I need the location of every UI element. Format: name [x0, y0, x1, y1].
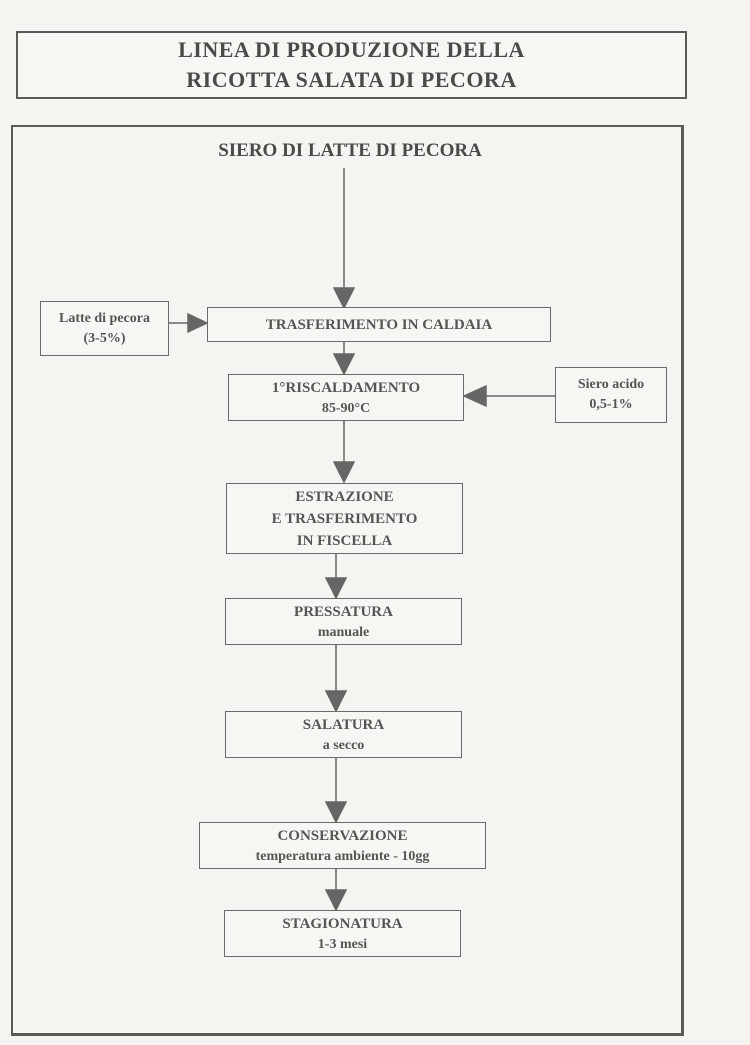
step-2-line-2: 85-90°C — [321, 400, 371, 416]
diagram-title: LINEA DI PRODUZIONE DELLA RICOTTA SALATA… — [16, 31, 687, 99]
step-1-line-1: TRASFERIMENTO IN CALDAIA — [265, 316, 493, 333]
arrowhead-siero-input — [462, 384, 487, 408]
arrowhead-conservazione — [324, 801, 348, 824]
input-siero-line-1: Siero acido — [577, 377, 645, 392]
step-pressatura: PRESSATURA manuale — [225, 598, 462, 645]
step-stagionatura: STAGIONATURA 1-3 mesi — [224, 910, 461, 957]
step-7-line-2: 1-3 mesi — [317, 936, 368, 952]
flowchart-frame — [11, 125, 684, 1036]
step-riscaldamento: 1°RISCALDAMENTO 85-90°C — [228, 374, 464, 421]
step-4-line-1: PRESSATURA — [294, 603, 393, 620]
input-latte-line-2: (3-5%) — [83, 330, 126, 346]
step-7-line-1: STAGIONATURA — [282, 915, 403, 932]
arrowhead-latte-input — [187, 312, 209, 334]
step-salatura: SALATURA a secco — [225, 711, 462, 758]
step-6-line-1: CONSERVAZIONE — [277, 827, 408, 844]
input-siero-acido: Siero acido 0,5-1% — [555, 367, 667, 423]
step-4-line-2: manuale — [317, 624, 370, 640]
step-5-line-2: a secco — [322, 737, 365, 753]
step-3-line-2: E TRASFERIMENTO — [271, 510, 418, 527]
start-node: SIERO DI LATTE DI PECORA — [218, 140, 482, 161]
step-3-line-3: IN FISCELLA — [296, 532, 393, 549]
arrowhead-salatura — [324, 690, 348, 713]
arrowhead-riscaldamento — [332, 353, 356, 376]
step-5-line-1: SALATURA — [302, 716, 385, 733]
input-latte-line-1: Latte di pecora — [59, 310, 150, 326]
input-latte-di-pecora: Latte di pecora (3-5%) — [40, 301, 169, 356]
input-siero-line-2: 0,5-1% — [589, 397, 633, 412]
step-conservazione: CONSERVAZIONE temperatura ambiente - 10g… — [199, 822, 486, 869]
arrowhead-trasferimento — [332, 287, 356, 310]
step-estrazione: ESTRAZIONE E TRASFERIMENTO IN FISCELLA — [226, 483, 463, 554]
step-6-line-2: temperatura ambiente - 10gg — [255, 848, 430, 864]
title-line-2: RICOTTA SALATA DI PECORA — [186, 67, 517, 92]
step-2-line-1: 1°RISCALDAMENTO — [271, 379, 421, 396]
title-line-1: LINEA DI PRODUZIONE DELLA — [178, 37, 525, 62]
arrowhead-estrazione — [332, 461, 356, 484]
arrowhead-stagionatura — [324, 889, 348, 912]
arrowhead-pressatura — [324, 577, 348, 600]
step-3-line-1: ESTRAZIONE — [295, 488, 394, 505]
step-trasferimento-caldaia: TRASFERIMENTO IN CALDAIA — [207, 307, 551, 342]
